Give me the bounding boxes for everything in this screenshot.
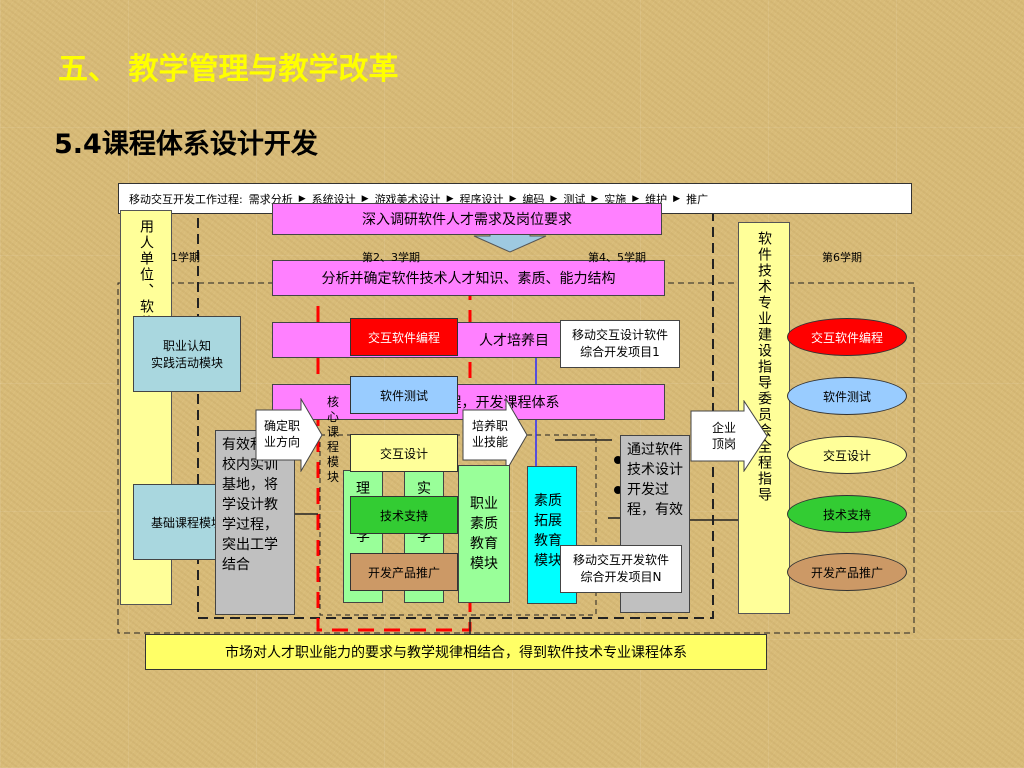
workflow-prefix: 移动交互开发工作过程: <box>129 192 243 206</box>
direction-arrow-label: 确定职 业方向 <box>263 419 300 449</box>
workflow-step: 维护 <box>645 192 668 206</box>
project-box-1: 移动交互设计软件 综合开发项目1 <box>560 320 680 368</box>
course-software-testing: 软件测试 <box>350 376 458 414</box>
play-arrow-icon: ▶ <box>509 193 517 204</box>
workflow-step: 系统设计 <box>311 192 356 206</box>
course-interaction-design: 交互设计 <box>350 434 458 472</box>
oval-software-testing: 软件测试 <box>787 377 907 415</box>
project-box-n: 移动交互开发软件 综合开发项目N <box>560 545 682 593</box>
career-practice-module: 职业认知 实践活动模块 <box>133 316 241 392</box>
workflow-step: 实施 <box>604 192 627 206</box>
play-arrow-icon: ▶ <box>446 193 454 204</box>
workflow-step: 编码 <box>522 192 545 206</box>
skills-arrow-label: 培养职 业技能 <box>471 419 508 449</box>
course-interactive-programming: 交互软件编程 <box>350 318 458 356</box>
course-technical-support: 技术支持 <box>350 496 458 534</box>
play-arrow-icon: ▶ <box>591 193 599 204</box>
professional-quality-module: 职业素质教育模块 <box>458 465 510 603</box>
workflow-step: 程序设计 <box>459 192 504 206</box>
workflow-step: 需求分析 <box>248 192 293 206</box>
course-product-promotion: 开发产品推广 <box>350 553 458 591</box>
core-dashed-frame <box>319 434 597 616</box>
play-arrow-icon: ▶ <box>673 193 681 204</box>
semester-4-5: 第4、5学期 <box>588 251 646 264</box>
enterprise-arrow-label: 企业 顶岗 <box>711 421 736 451</box>
oval-product-promotion: 开发产品推广 <box>787 553 907 591</box>
workflow-step: 推广 <box>686 192 709 206</box>
play-arrow-icon: ▶ <box>632 193 640 204</box>
outer-dashed-frame <box>117 282 915 634</box>
semester-6: 第6学期 <box>822 251 862 264</box>
play-arrow-icon: ▶ <box>361 193 369 204</box>
core-course-label: 核心课程模块 <box>327 395 340 484</box>
direction-arrow-icon <box>255 398 323 472</box>
section-subtitle: 5.4课程体系设计开发 <box>54 129 318 160</box>
workflow-step: 测试 <box>563 192 586 206</box>
pink-box-research: 深入调研软件人才需求及岗位要求 <box>272 203 662 235</box>
oval-technical-support: 技术支持 <box>787 495 907 533</box>
play-arrow-icon: ▶ <box>550 193 558 204</box>
enterprise-arrow-icon <box>690 400 768 472</box>
semester-2-3: 第2、3学期 <box>362 251 420 264</box>
gray-box-training: 有效利用校内实训基地，将学设计教学过程，突出工学结合 <box>215 430 295 615</box>
workflow-step: 游戏美术设计 <box>374 192 441 206</box>
oval-interaction-design: 交互设计 <box>787 436 907 474</box>
pink-box-analysis: 分析并确定软件技术人才知识、素质、能力结构 <box>272 260 665 296</box>
result-bar: 市场对人才职业能力的要求与教学规律相结合，得到软件技术专业课程体系 <box>145 634 767 670</box>
oval-interactive-programming: 交互软件编程 <box>787 318 907 356</box>
play-arrow-icon: ▶ <box>298 193 306 204</box>
skills-arrow-icon <box>462 398 528 472</box>
page-title: 五、 教学管理与教学改革 <box>58 52 399 87</box>
